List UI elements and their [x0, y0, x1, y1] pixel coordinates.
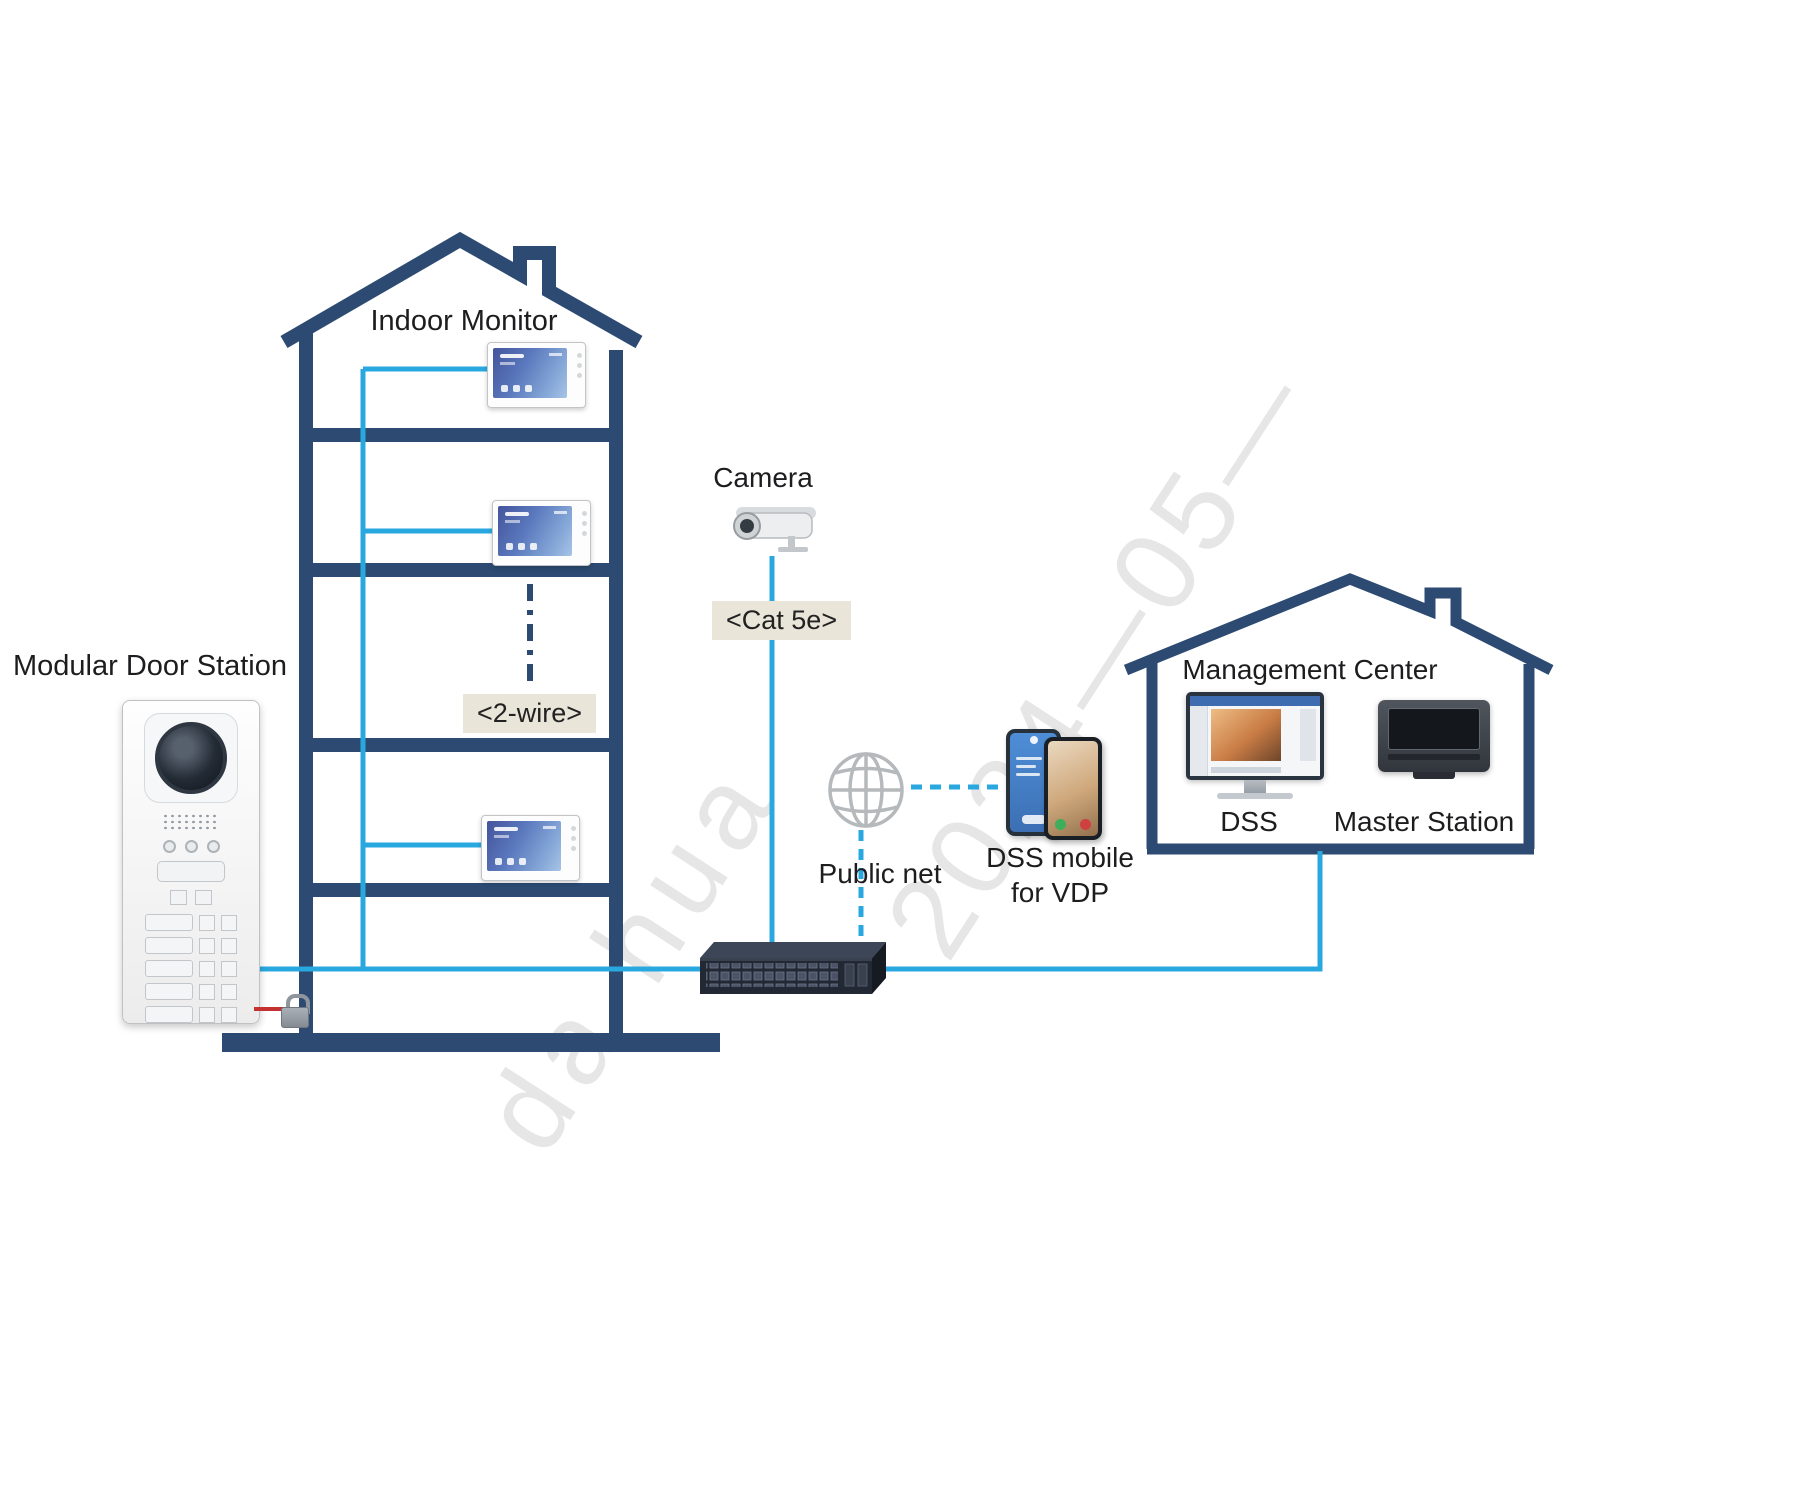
dss-mobile-label-line1: DSS mobile — [986, 842, 1134, 873]
dss-thumbnail-row — [1211, 767, 1281, 773]
padlock-icon — [281, 994, 310, 1028]
monitor-screen — [487, 821, 561, 871]
public-net-label: Public net — [818, 858, 942, 889]
monitor-side-buttons — [582, 511, 587, 536]
indoor-monitor-2 — [492, 500, 591, 566]
monitor-side-buttons — [571, 826, 576, 851]
bullet-camera-device — [726, 498, 826, 567]
switch-icon — [700, 942, 886, 994]
monitor-side-buttons — [577, 353, 582, 378]
door-lock-wire — [254, 1007, 284, 1011]
indoor-monitor-1 — [487, 342, 586, 408]
door-station-lens — [155, 721, 227, 794]
management-center-label: Management Center — [1182, 654, 1438, 685]
dss-client-monitor — [1186, 692, 1324, 799]
network-connections — [254, 366, 1323, 972]
dss-sidebar — [1190, 706, 1208, 776]
answer-call-icon — [1055, 819, 1066, 830]
door-station-speaker — [162, 812, 220, 832]
door-station-call-button — [157, 860, 225, 882]
dss-mobile-label: DSS mobile for VDP — [975, 840, 1145, 910]
residential-building-outline — [280, 231, 643, 1040]
switch-to-management-wire — [882, 851, 1323, 972]
dss-screen — [1190, 696, 1320, 776]
dss-mobile-phone-back — [1044, 737, 1102, 840]
master-station-screen — [1388, 708, 1480, 750]
end-call-icon — [1080, 819, 1091, 830]
door-station-button-grid — [145, 914, 237, 1023]
phone-video-call-screen — [1048, 741, 1098, 836]
dss-video-feed — [1211, 709, 1281, 761]
modular-door-station-device — [122, 700, 260, 1024]
two-wire-badge: <2-wire> — [463, 694, 597, 733]
monitor-frame — [1186, 692, 1324, 780]
master-station-stand — [1413, 772, 1455, 779]
door-station-label: Modular Door Station — [12, 650, 288, 682]
indoor-monitor-label: Indoor Monitor — [370, 305, 558, 337]
dss-header-bar — [1190, 696, 1320, 706]
monitor-stand — [1244, 780, 1266, 793]
camera-icon — [733, 507, 816, 552]
mgmt-roof — [1123, 573, 1554, 676]
door-station-camera-module — [144, 713, 238, 803]
dss-label: DSS — [1220, 806, 1278, 837]
indoor-monitor-3 — [481, 815, 580, 881]
door-station-indicators — [162, 839, 220, 853]
cat5e-cable-badge: <Cat 5e> — [712, 601, 852, 640]
management-building-outline — [1123, 573, 1554, 855]
camera-label: Camera — [713, 462, 813, 493]
master-station-device — [1378, 700, 1490, 779]
building-ground-bar — [222, 1033, 720, 1052]
master-station-control-bar — [1388, 754, 1480, 760]
building-roof — [280, 231, 643, 349]
dss-mobile-label-line2: for VDP — [1010, 877, 1110, 908]
network-switch-device — [698, 934, 888, 1001]
monitor-base — [1217, 793, 1293, 799]
door-station-modules — [170, 890, 212, 905]
monitor-screen — [493, 348, 567, 398]
monitor-screen — [498, 506, 572, 556]
master-station-label: Master Station — [1333, 806, 1515, 837]
globe-icon — [828, 752, 904, 828]
dss-right-pane — [1300, 709, 1316, 761]
public-net-globe — [822, 746, 910, 839]
